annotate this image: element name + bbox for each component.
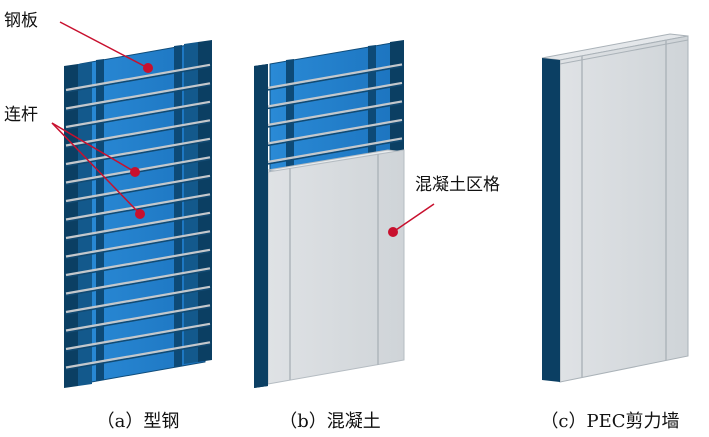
tie-bar-shadow <box>65 103 211 130</box>
annotations: 钢板 连杆 混凝土区格 <box>4 11 500 237</box>
tie-bar-shadow <box>65 269 211 297</box>
tie-bar <box>65 82 211 110</box>
tie-bar-shadow <box>65 121 211 149</box>
tie-bar <box>65 137 211 166</box>
tie-bar <box>255 81 403 110</box>
tie-bar <box>65 322 211 351</box>
tie-bar-shadow <box>65 343 211 371</box>
leader-concrete-cell <box>392 203 435 233</box>
tie-bar-shadow <box>65 84 211 112</box>
tie-bar <box>255 118 403 147</box>
tie-bar <box>65 267 211 295</box>
tie-bar-shadow <box>255 139 403 167</box>
tie-bar <box>65 119 211 147</box>
concrete-model <box>254 40 405 388</box>
tie-bars <box>65 63 211 371</box>
tie-bar-shadow <box>65 306 211 334</box>
tie-bar <box>65 211 211 240</box>
tie-bar <box>65 285 211 314</box>
tie-bar <box>255 100 403 129</box>
marker-concrete-cell <box>388 227 398 237</box>
wall-front-face <box>559 35 689 383</box>
caption-a: （a）型钢 <box>97 411 180 432</box>
marker-tie-bar-2 <box>135 209 145 219</box>
tie-bar <box>65 341 211 369</box>
left-flange-face <box>78 62 92 386</box>
inner-stiffener-right <box>174 45 182 367</box>
tie-bar <box>255 63 403 92</box>
tie-bar-shadow <box>65 66 211 93</box>
label-tie-bar: 连杆 <box>4 105 38 125</box>
tie-bar-shadow <box>65 232 211 260</box>
tie-bar-shadow <box>65 195 211 223</box>
marker-steel-plate <box>143 63 153 73</box>
tie-bar <box>65 63 211 92</box>
tie-bar <box>65 304 211 332</box>
tie-bar-shadow <box>65 325 211 352</box>
steel-section-model <box>64 40 212 388</box>
concrete-cell <box>267 149 405 385</box>
label-steel-plate: 钢板 <box>4 11 38 31</box>
tie-bar <box>65 230 211 258</box>
tie-bar-shadow <box>255 121 403 149</box>
right-flange <box>198 40 212 362</box>
caption-c: （c）PEC剪力墙 <box>540 411 679 432</box>
tie-bar-shadow <box>65 214 211 241</box>
leader-tie-bar-2 <box>51 122 141 215</box>
inner-stiffener-left <box>286 59 294 173</box>
inner-stiffener-left <box>96 59 104 381</box>
pec-wall-model <box>541 33 689 383</box>
marker-tie-bar-1 <box>130 167 140 177</box>
left-flange <box>64 64 78 388</box>
caption-b: （b）混凝土 <box>279 411 381 432</box>
tie-bar <box>65 100 211 129</box>
tie-bar-shadow <box>255 84 403 112</box>
wall-top-edge <box>559 39 689 65</box>
tie-bar-shadow <box>65 251 211 278</box>
tie-bar-shadow <box>65 288 211 315</box>
label-concrete-cell: 混凝土区格 <box>415 175 500 195</box>
tie-bar-shadow <box>255 102 403 130</box>
right-flange-face <box>184 42 198 364</box>
tie-bar-shadow <box>65 177 211 204</box>
tie-bars <box>255 63 403 167</box>
leader-tie-bar-1 <box>51 122 136 173</box>
tie-bar <box>65 174 211 203</box>
captions: （a）型钢 （b）混凝土 （c）PEC剪力墙 <box>97 411 680 432</box>
left-flange-face <box>254 64 268 388</box>
tie-bar-shadow <box>255 65 403 93</box>
wall-end-flange <box>542 58 560 382</box>
tie-bar <box>255 137 403 166</box>
tie-bar <box>65 248 211 277</box>
leader-steel-plate <box>59 21 149 69</box>
tie-bar <box>65 193 211 221</box>
inner-stiffener-right <box>368 45 376 157</box>
